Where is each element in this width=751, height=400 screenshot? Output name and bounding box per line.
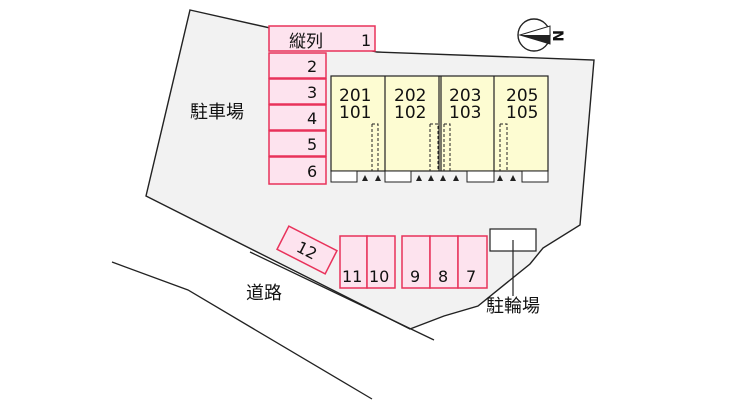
space-label-1: 1 <box>361 31 371 50</box>
road-line <box>111 261 373 400</box>
entrance-arrows <box>362 175 516 181</box>
parking-space-1 <box>268 25 376 52</box>
space-label-2: 2 <box>307 57 317 76</box>
road-line <box>249 251 435 341</box>
unit-lower-3: 103 <box>449 103 481 123</box>
space-label-11: 11 <box>342 267 362 286</box>
space-label-8: 8 <box>438 267 448 286</box>
parking-space-5 <box>268 130 327 157</box>
parking-space-11 <box>339 235 368 289</box>
space-label-3: 3 <box>307 83 317 102</box>
column-header-label: 縦列 <box>289 32 323 52</box>
parking-space-4 <box>268 104 327 131</box>
parking-area-label: 駐車場 <box>190 102 244 123</box>
unit-lower-4: 105 <box>506 103 538 123</box>
unit-upper-1: 201 <box>339 86 371 106</box>
space-label-7: 7 <box>466 267 476 286</box>
compass-north-label: N <box>549 30 565 42</box>
parking-space-7 <box>457 235 488 289</box>
building: 201 101 202 102 203 103 205 105 <box>330 75 549 183</box>
entrance-paths <box>371 123 508 171</box>
parking-space-8 <box>429 235 459 289</box>
entrance-steps <box>330 170 549 183</box>
unit-upper-2: 202 <box>394 86 426 106</box>
space-label-6: 6 <box>307 162 317 181</box>
parking-space-3 <box>268 78 327 105</box>
parking-column <box>268 25 376 185</box>
parking-space-10 <box>366 235 396 289</box>
unit-lower-2: 102 <box>394 103 426 123</box>
space-label-9: 9 <box>410 267 420 286</box>
unit-upper-4: 205 <box>506 86 538 106</box>
space-label-4: 4 <box>307 109 317 128</box>
space-label-5: 5 <box>307 135 317 154</box>
unit-upper-3: 203 <box>449 86 481 106</box>
road-label: 道路 <box>246 283 282 304</box>
parking-row <box>339 235 488 289</box>
space-label-10: 10 <box>369 267 389 286</box>
compass-north-icon: N <box>517 18 565 52</box>
parking-space-6 <box>268 156 327 185</box>
parking-space-2 <box>268 52 327 79</box>
parking-space-12: 12 <box>276 225 338 275</box>
unit-lower-1: 101 <box>339 103 371 123</box>
bicycle-parking-label: 駐輪場 <box>486 296 540 317</box>
